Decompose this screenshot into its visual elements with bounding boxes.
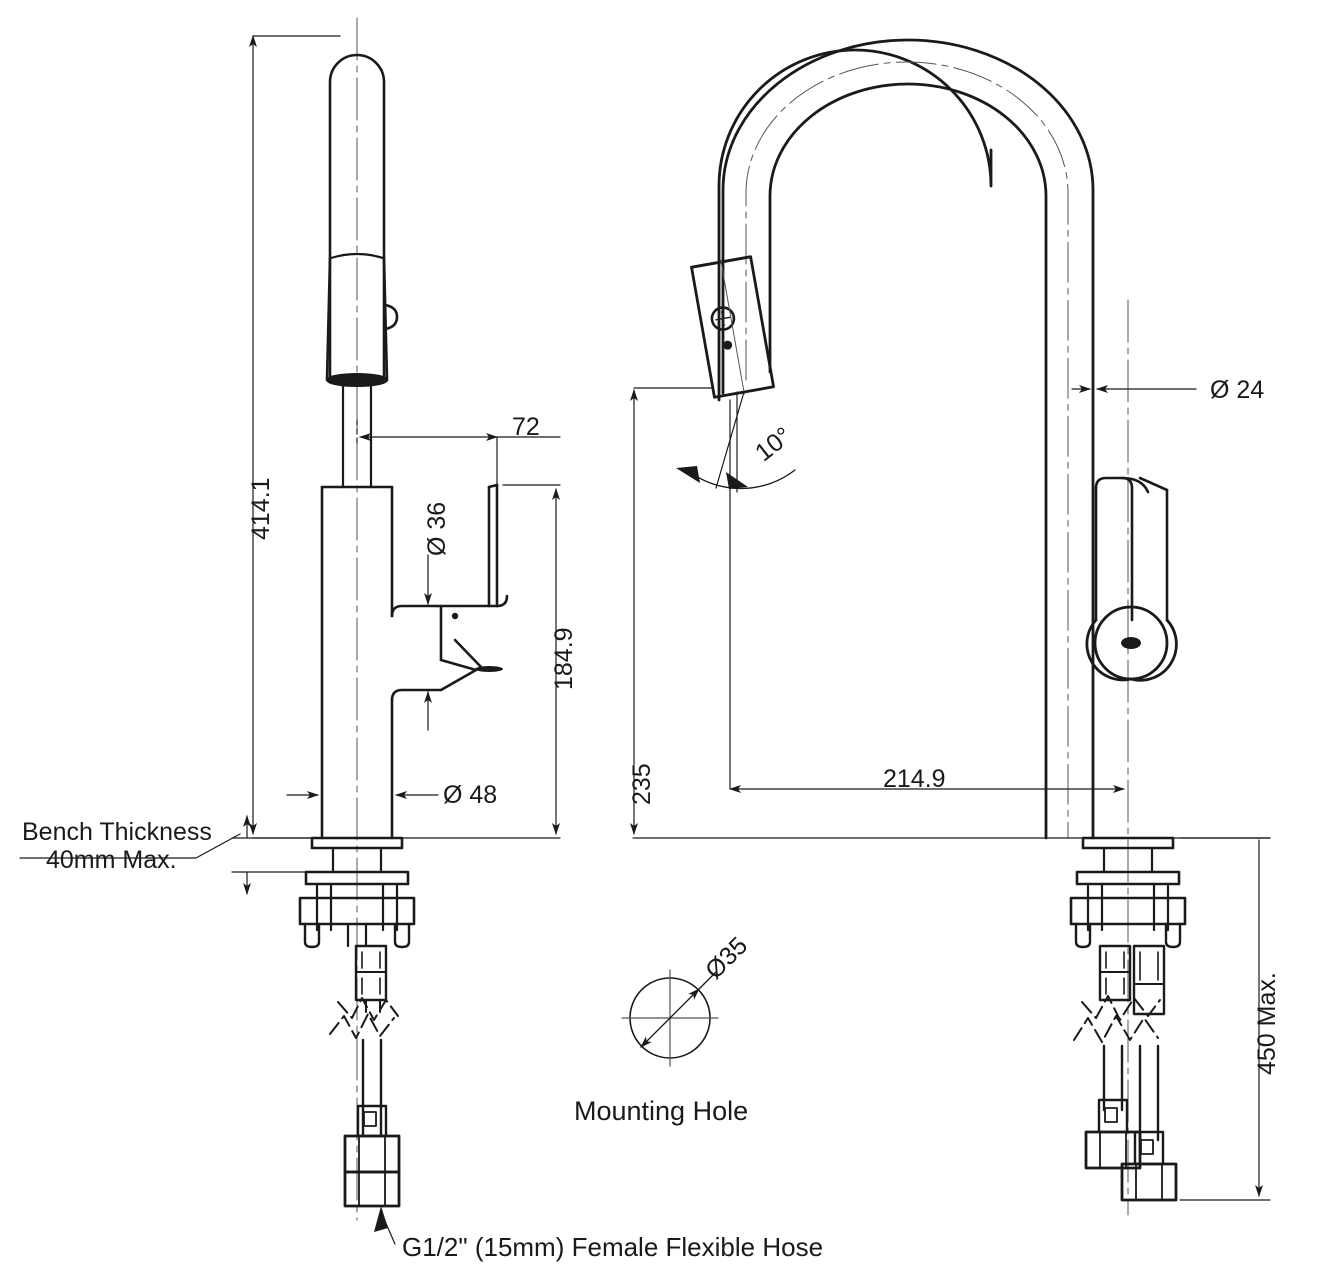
front-view-geometry — [717, 48, 1129, 1216]
note-bench-thickness-line2: 40mm Max. — [46, 846, 177, 874]
caption-flexible-hose: G1/2" (15mm) Female Flexible Hose — [402, 1232, 824, 1262]
front-view-dimensions — [630, 385, 1271, 1201]
dim-body-diameter-label: Ø 48 — [443, 781, 498, 809]
mounting-hole-detail-geometry — [621, 969, 719, 1067]
dim-handle-height-label: 184.9 — [550, 627, 578, 690]
dim-spout-height-label: 235 — [628, 763, 656, 805]
front-view-gooseneck — [721, 38, 1095, 840]
dim-handle-offset-label: 72 — [512, 413, 540, 441]
dim-handle-diameter-label: Ø 36 — [423, 501, 451, 556]
dim-hose-length-label: 450 Max. — [1253, 972, 1281, 1075]
note-bench-thickness-line1: Bench Thickness — [22, 818, 212, 846]
dim-spout-reach-label: 214.9 — [883, 765, 946, 793]
front-view-details — [632, 255, 1271, 1202]
dim-overall-height-label: 414.1 — [247, 477, 275, 540]
dim-spout-diameter-label: Ø 24 — [1210, 376, 1265, 404]
side-view-geometry — [231, 17, 561, 1245]
side-view-dimensions — [19, 35, 561, 895]
caption-mounting-hole: Mounting Hole — [574, 1096, 749, 1126]
